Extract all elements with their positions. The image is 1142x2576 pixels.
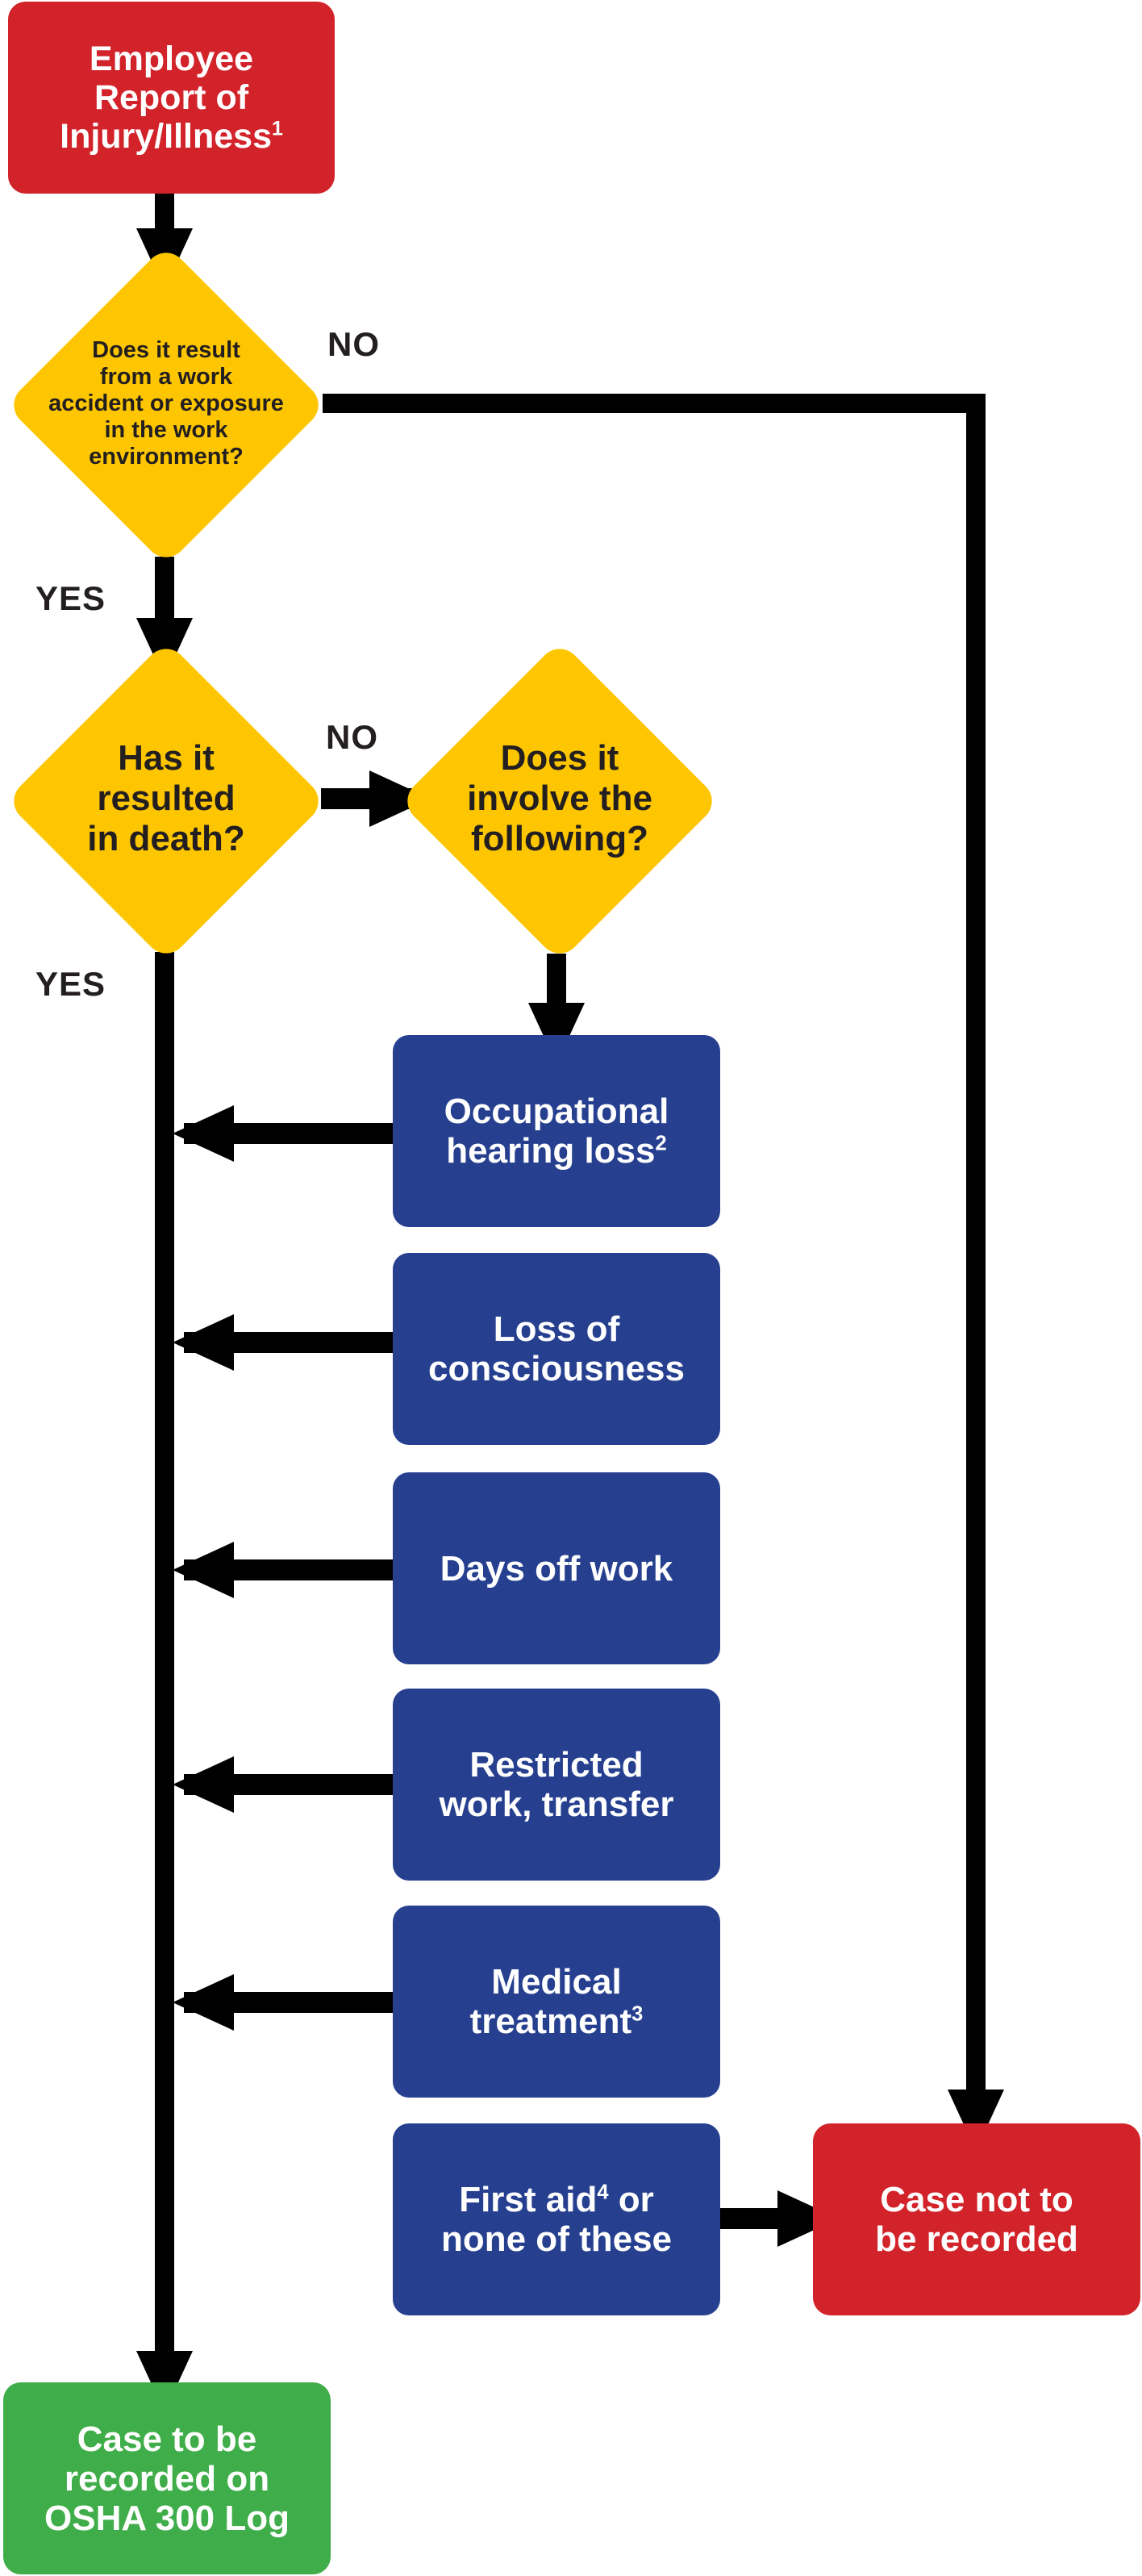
criteria-restricted-label: Restricted work, transfer [439,1745,674,1824]
decision-death-label: Has it resulted in death? [87,738,245,858]
decision-work-related-label: Does it result from a work accident or e… [48,336,284,470]
footnote-ref-1: 1 [272,117,283,140]
footnote-ref-4: 4 [597,2181,609,2204]
branch-label-work-no: NO [327,325,380,363]
terminal-not-recorded-label: Case not to be recorded [875,2180,1078,2259]
footnote-ref-2: 2 [655,1132,667,1155]
branch-label-work-yes: YES [35,579,106,617]
criteria-occupational-hearing-loss: Occupational hearing loss2 [393,1035,720,1227]
start-node-employee-report: Employee Report of Injury/Illness1 [8,2,335,194]
criteria-medical-label: Medical treatment3 [469,1962,644,2041]
criteria-first-aid-label: First aid4 or none of these [440,2180,673,2259]
decision-involve-label: Does it involve the following? [467,738,652,858]
branch-label-death-yes: YES [35,965,106,1003]
branch-label-death-no: NO [326,718,378,756]
criteria-loss-of-consciousness: Loss of consciousness [393,1253,720,1445]
criteria-days-off-label: Days off work [440,1548,673,1589]
terminal-case-recorded-osha-300: Case to be recorded on OSHA 300 Log [3,2382,331,2574]
criteria-consciousness-label: Loss of consciousness [428,1309,685,1388]
terminal-recorded-label: Case to be recorded on OSHA 300 Log [44,2419,290,2538]
footnote-ref-3: 3 [631,2002,644,2026]
criteria-restricted-work-transfer: Restricted work, transfer [393,1689,720,1881]
connector-work-no-to-not-recorded [323,394,1004,2151]
criteria-days-off-work: Days off work [393,1472,720,1664]
criteria-first-aid-or-none: First aid4 or none of these [393,2123,720,2315]
criteria-medical-treatment: Medical treatment3 [393,1906,720,2098]
criteria-hearing-label: Occupational hearing loss2 [444,1092,669,1171]
terminal-case-not-recorded: Case not to be recorded [813,2123,1140,2315]
start-node-label: Employee Report of Injury/Illness1 [60,40,283,156]
